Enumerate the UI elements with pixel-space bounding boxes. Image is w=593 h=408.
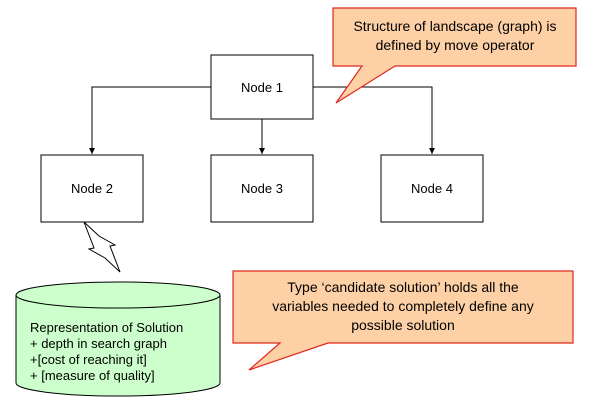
- node-4-label: Node 4: [411, 181, 453, 196]
- node-1-label: Node 1: [241, 80, 283, 95]
- edge-node1-node2: [89, 86, 211, 154]
- node-2-box: [40, 154, 144, 223]
- solution-database: Representation of Solution + depth in se…: [15, 281, 221, 397]
- solution-line-2: + depth in search graph: [30, 336, 167, 351]
- structure-callout-line-1: Structure of landscape (graph) is: [353, 18, 556, 34]
- solution-line-3: +[cost of reaching it]: [30, 352, 147, 367]
- candidate-callout-line-3: possible solution: [351, 317, 455, 333]
- node-2-label: Node 2: [71, 181, 113, 196]
- node-2: Node 2: [40, 154, 144, 223]
- candidate-callout-line-2: variables needed to completely define an…: [272, 298, 534, 314]
- candidate-callout-shape: [232, 270, 574, 371]
- solution-line-4: + [measure of quality]: [30, 368, 155, 383]
- node-1-box: [210, 54, 314, 120]
- node-3-box: [210, 154, 314, 223]
- structure-callout-line-2: defined by move operator: [376, 37, 535, 53]
- candidate-callout: Type ‘candidate solution’ holds all the …: [232, 270, 574, 371]
- node-4: Node 4: [380, 154, 484, 223]
- node-4-box: [380, 154, 484, 223]
- candidate-callout-line-1: Type ‘candidate solution’ holds all the: [287, 279, 519, 295]
- database-body: [15, 295, 221, 397]
- node-3: Node 3: [210, 154, 314, 223]
- structure-callout: Structure of landscape (graph) is define…: [332, 7, 577, 104]
- solution-line-1: Representation of Solution: [30, 320, 183, 335]
- edge-node1-node4: [313, 86, 435, 154]
- database-top: [15, 281, 221, 309]
- double-arrow-icon: [83, 221, 121, 273]
- node-1: Node 1: [210, 54, 314, 120]
- structure-callout-shape: [332, 7, 577, 104]
- node-3-label: Node 3: [241, 181, 283, 196]
